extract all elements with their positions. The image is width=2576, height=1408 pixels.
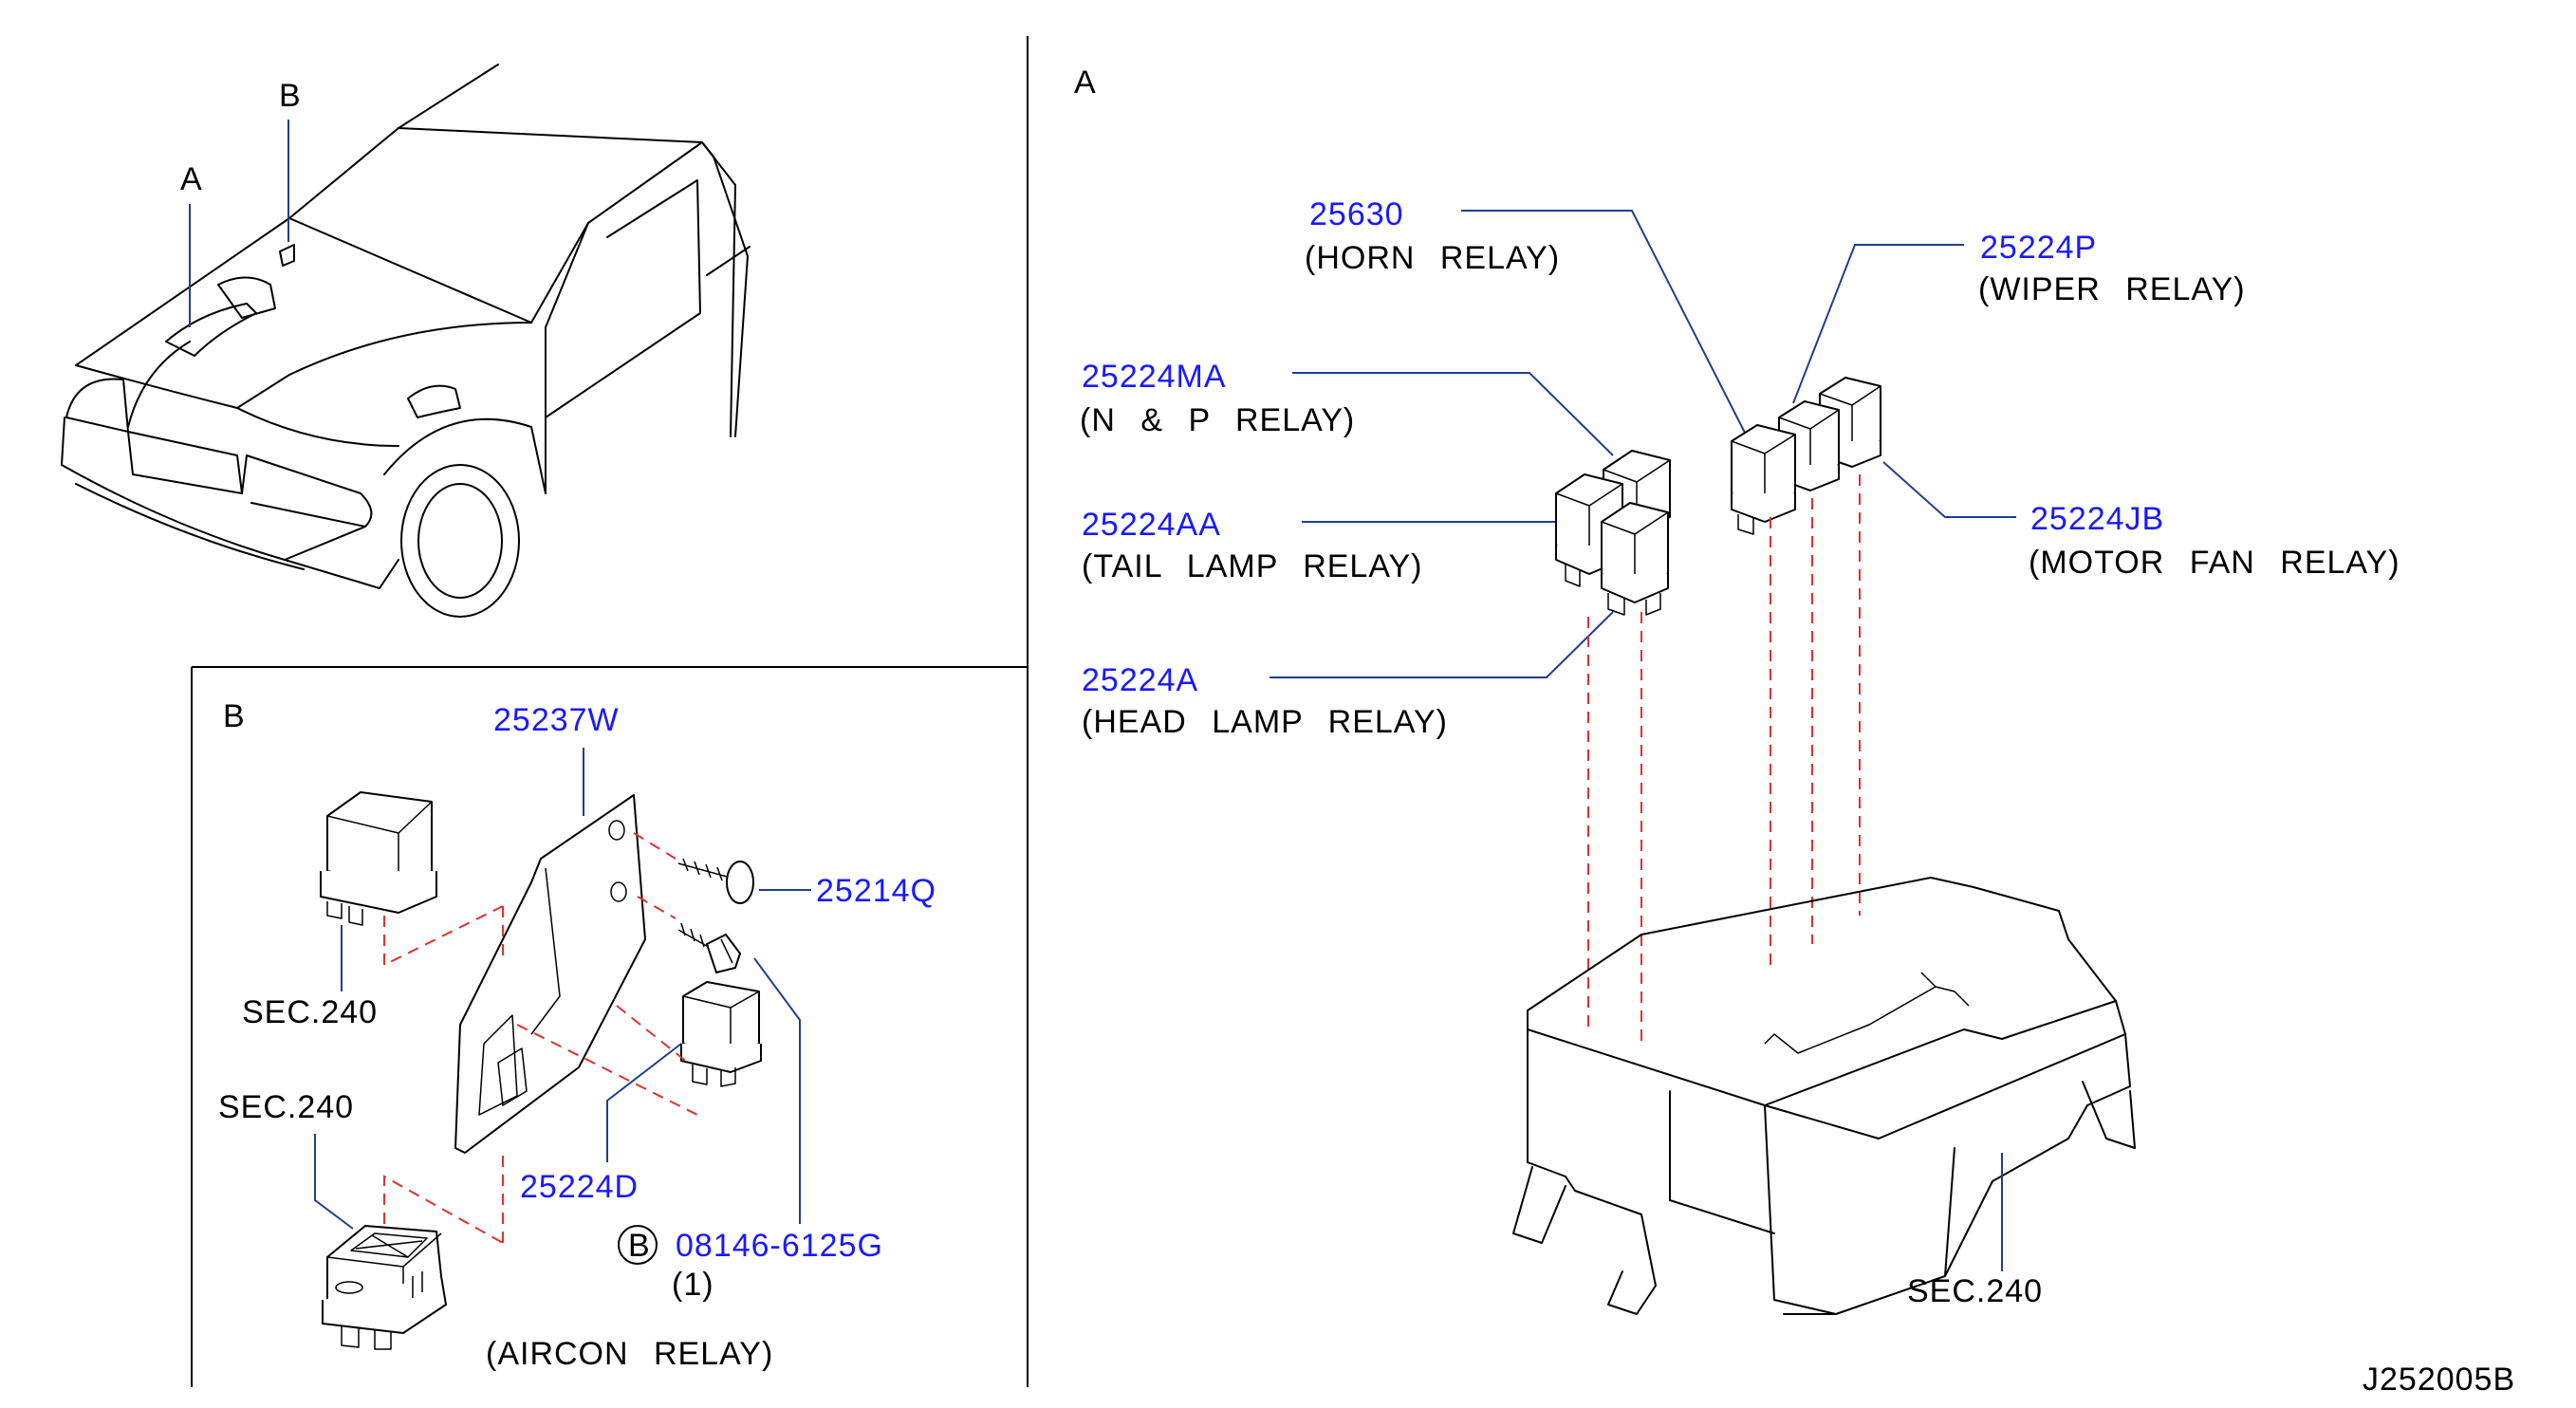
part-name-tail-lamp: (TAIL LAMP RELAY) xyxy=(1082,548,1423,584)
part-name-motor-fan: (MOTOR FAN RELAY) xyxy=(2029,545,2400,581)
relay-top-ref: SEC.240 xyxy=(242,994,378,1030)
relay-25224d xyxy=(680,981,762,1087)
leader-motor-fan xyxy=(1882,461,2016,518)
relay-horn xyxy=(1731,424,1796,535)
leader-bolt xyxy=(753,957,801,1224)
alignment-dashes-b xyxy=(383,832,698,1244)
diagram-id: J252005B xyxy=(2363,1362,2515,1398)
bolt-quantity: (1) xyxy=(672,1267,714,1303)
bracket-25237w xyxy=(454,794,646,1154)
aircon-relay-label: (AIRCON RELAY) xyxy=(486,1336,773,1372)
part-number-clip: 25214Q xyxy=(816,873,936,909)
relay-cluster-left xyxy=(1555,450,1671,616)
relay-box-housing xyxy=(1512,877,2136,1315)
relay-aircon xyxy=(322,1225,447,1350)
car-outline-drawing xyxy=(61,64,751,618)
part-name-n-p: (N & P RELAY) xyxy=(1080,402,1355,438)
part-number-wiper: 25224P xyxy=(1980,230,2097,266)
section-a: A 25630 (HORN RELAY) 25224P (WIPER RELAY… xyxy=(1074,65,2400,1315)
overview-label-a: A xyxy=(180,161,203,197)
clip-25214q xyxy=(677,858,754,904)
leader-head-lamp xyxy=(1269,611,1614,678)
vehicle-overview: A B xyxy=(61,64,751,618)
leader-wiper xyxy=(1792,244,1964,404)
bolt-08146 xyxy=(677,922,741,973)
relay-b-top xyxy=(320,791,437,926)
part-number-motor-fan: 25224JB xyxy=(2030,501,2164,537)
section-a-title: A xyxy=(1074,65,1097,101)
part-name-wiper: (WIPER RELAY) xyxy=(1978,271,2246,307)
part-name-head-lamp: (HEAD LAMP RELAY) xyxy=(1082,704,1448,740)
alignment-dashes-a xyxy=(1587,474,1861,1048)
bolt-circle-letter: B xyxy=(628,1228,651,1264)
panel-frame xyxy=(191,36,1029,1387)
part-number-relay-d: 25224D xyxy=(520,1169,639,1205)
relay-box-ref: SEC.240 xyxy=(1907,1273,2043,1309)
part-number-head-lamp: 25224A xyxy=(1082,662,1198,698)
bolt-circle-marker xyxy=(618,1225,658,1265)
part-number-bolt: 08146-6125G xyxy=(676,1228,883,1264)
leader-relay-bottom xyxy=(314,1134,354,1230)
part-number-tail-lamp: 25224AA xyxy=(1082,507,1221,543)
part-name-horn: (HORN RELAY) xyxy=(1305,240,1560,276)
overview-label-b: B xyxy=(279,78,302,114)
relay-bottom-ref: SEC.240 xyxy=(218,1089,354,1125)
relay-head-lamp xyxy=(1601,502,1669,616)
section-b-title: B xyxy=(223,698,246,734)
section-b: B 25237W 25214Q SEC.240 SEC.240 25224D B… xyxy=(218,698,936,1372)
leader-n-p xyxy=(1292,372,1614,456)
part-number-bracket: 25237W xyxy=(493,702,620,738)
part-number-horn: 25630 xyxy=(1309,196,1404,232)
leader-horn xyxy=(1461,210,1747,435)
relay-cluster-right xyxy=(1731,377,1881,535)
part-number-n-p: 25224MA xyxy=(1082,359,1227,395)
leader-relay-d xyxy=(606,1043,682,1162)
